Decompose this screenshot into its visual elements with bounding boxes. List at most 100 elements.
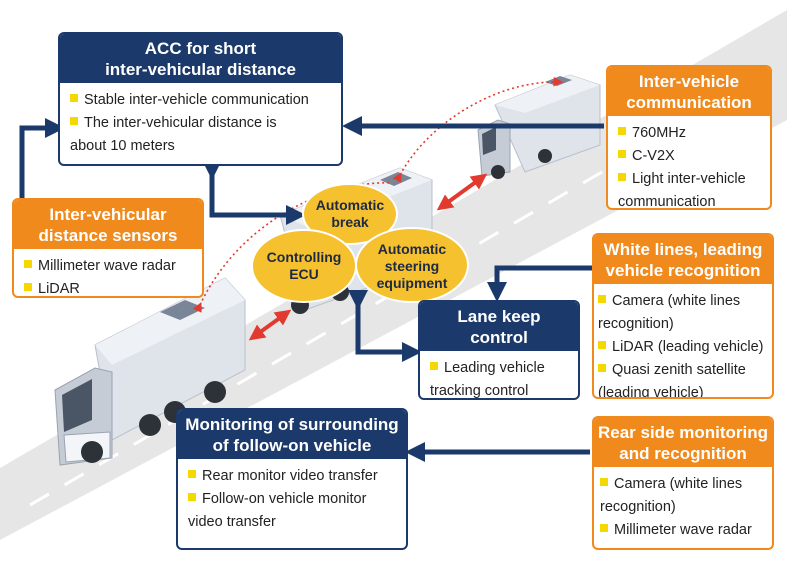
whitelines-title: White lines, leading vehicle recognition <box>594 235 772 284</box>
rear-truck <box>54 277 246 466</box>
comm-item: Light inter-vehicle <box>618 168 762 191</box>
bubble-steer-line2: steering <box>384 257 440 274</box>
rearside-item-text: recognition) <box>600 499 676 515</box>
bullet-icon <box>600 478 608 487</box>
whitelines-list: Camera (white lines recognition) LiDAR (… <box>594 284 772 399</box>
bullet-icon <box>188 493 196 502</box>
bubble-steering-shape <box>355 227 469 303</box>
white-lines-box: White lines, leading vehicle recognition… <box>592 233 774 399</box>
lanekeep-item: tracking control <box>430 380 570 399</box>
bubble-break-line2: break <box>331 214 369 230</box>
rearside-item-text: Camera (white lines <box>614 476 743 492</box>
sensors-item: LiDAR <box>24 278 194 297</box>
comm-item: C-V2X <box>618 145 762 168</box>
sensors-item-text: LiDAR <box>38 281 80 297</box>
monitoring-title: Monitoring of surrounding of follow-on v… <box>178 410 406 459</box>
inter-vehicle-comm-box: Inter-vehicle communication 760MHz C-V2X… <box>606 65 772 210</box>
bubble-steer-line1: Automatic <box>377 240 447 257</box>
sensors-list: Millimeter wave radar LiDAR <box>14 249 202 297</box>
bubble-steer-line3: equipment <box>376 274 448 291</box>
bullet-icon <box>24 283 32 292</box>
sensors-title-line2: distance sensors <box>38 226 178 245</box>
whitelines-title-line2: vehicle recognition <box>605 261 761 280</box>
sensors-item-text: Millimeter wave radar <box>38 258 176 274</box>
rearside-item: recognition) <box>600 496 764 519</box>
monitoring-item: Rear monitor video transfer <box>188 465 398 488</box>
rear-side-box: Rear side monitoring and recognition Cam… <box>592 416 774 550</box>
bullet-icon <box>618 173 626 182</box>
rearside-title-line2: and recognition <box>619 444 747 463</box>
rearside-title-line1: Rear side monitoring <box>597 423 769 442</box>
bullet-icon <box>618 127 626 136</box>
acc-item: The inter-vehicular distance is <box>70 112 333 135</box>
distance-arrow-rear <box>248 309 292 341</box>
bullet-icon <box>24 260 32 269</box>
bubble-break-line1: Automatic <box>315 197 385 213</box>
whitelines-item-text: recognition) <box>598 316 674 332</box>
comm-title-line2: communication <box>626 93 752 112</box>
whitelines-item: Camera (white lines <box>598 290 764 313</box>
monitoring-title-line1: Monitoring of surrounding <box>185 415 399 434</box>
rearside-item: Camera (white lines <box>600 473 764 496</box>
lanekeep-title-line2: control <box>470 328 528 347</box>
whitelines-item-text: Camera (white lines <box>612 293 741 309</box>
monitoring-item-text: Follow-on vehicle monitor <box>202 491 367 507</box>
rearside-list: Camera (white lines recognition) Millime… <box>594 467 772 546</box>
sensors-title-line1: Inter-vehicular <box>49 205 167 224</box>
lanekeep-item-text: tracking control <box>430 383 529 399</box>
comm-item-text: 760MHz <box>632 125 686 141</box>
bubble-automatic-break-shape <box>302 183 398 245</box>
acc-title: ACC for short inter-vehicular distance <box>60 34 341 83</box>
rearside-item-text: Millimeter wave radar <box>614 522 752 538</box>
comm-list: 760MHz C-V2X Light inter-vehicle communi… <box>608 116 770 210</box>
lanekeep-title-line1: Lane keep <box>457 307 541 326</box>
bubble-ecu-line2: ECU <box>289 266 319 282</box>
bullet-icon <box>600 524 608 533</box>
acc-item-text: about 10 meters <box>70 138 175 154</box>
monitoring-item: Follow-on vehicle monitor <box>188 488 398 511</box>
whitelines-item-text: LiDAR (leading vehicle) <box>612 339 764 355</box>
whitelines-item-text: Quasi zenith satellite <box>612 362 746 378</box>
monitoring-item: video transfer <box>188 511 398 534</box>
acc-title-line2: inter-vehicular distance <box>105 60 296 79</box>
whitelines-item: LiDAR (leading vehicle) <box>598 336 764 359</box>
bullet-icon <box>598 295 606 304</box>
acc-item-text: Stable inter-vehicle communication <box>84 92 309 108</box>
comm-item-text: C-V2X <box>632 148 675 164</box>
acc-list: Stable inter-vehicle communication The i… <box>60 83 341 162</box>
comm-item-text: communication <box>618 194 716 210</box>
bubble-ecu-line1: Controlling <box>266 249 342 265</box>
whitelines-item: Quasi zenith satellite <box>598 359 764 382</box>
bullet-icon <box>70 94 78 103</box>
lane-keep-box: Lane keep control Leading vehicle tracki… <box>418 300 580 400</box>
whitelines-item: (leading vehicle) <box>598 382 764 399</box>
lanekeep-title: Lane keep control <box>420 302 578 351</box>
acc-item-text: The inter-vehicular distance is <box>84 115 277 131</box>
whitelines-item: recognition) <box>598 313 764 336</box>
monitoring-list: Rear monitor video transfer Follow-on ve… <box>178 459 406 538</box>
whitelines-item-text: (leading vehicle) <box>598 385 704 399</box>
sensors-item: Millimeter wave radar <box>24 255 194 278</box>
acc-item: about 10 meters <box>70 135 333 158</box>
arrow-recognition-to-lanekeep <box>487 265 592 302</box>
lanekeep-list: Leading vehicle tracking control <box>420 351 578 399</box>
comm-title: Inter-vehicle communication <box>608 67 770 116</box>
comm-item: 760MHz <box>618 122 762 145</box>
lanekeep-item-text: Leading vehicle <box>444 360 545 376</box>
comm-link-front <box>392 76 564 183</box>
arrow-sensors-to-acc <box>19 118 65 200</box>
comm-title-line1: Inter-vehicle <box>638 72 740 91</box>
bullet-icon <box>430 362 438 371</box>
bullet-icon <box>598 364 606 373</box>
arrow-acc-to-break <box>202 160 306 225</box>
arrow-steering-to-lanekeep <box>348 290 422 362</box>
bullet-icon <box>618 150 626 159</box>
whitelines-title-line1: White lines, leading <box>603 240 763 259</box>
acc-title-line1: ACC for short <box>144 39 257 58</box>
acc-box: ACC for short inter-vehicular distance S… <box>58 32 343 166</box>
acc-item: Stable inter-vehicle communication <box>70 89 333 112</box>
